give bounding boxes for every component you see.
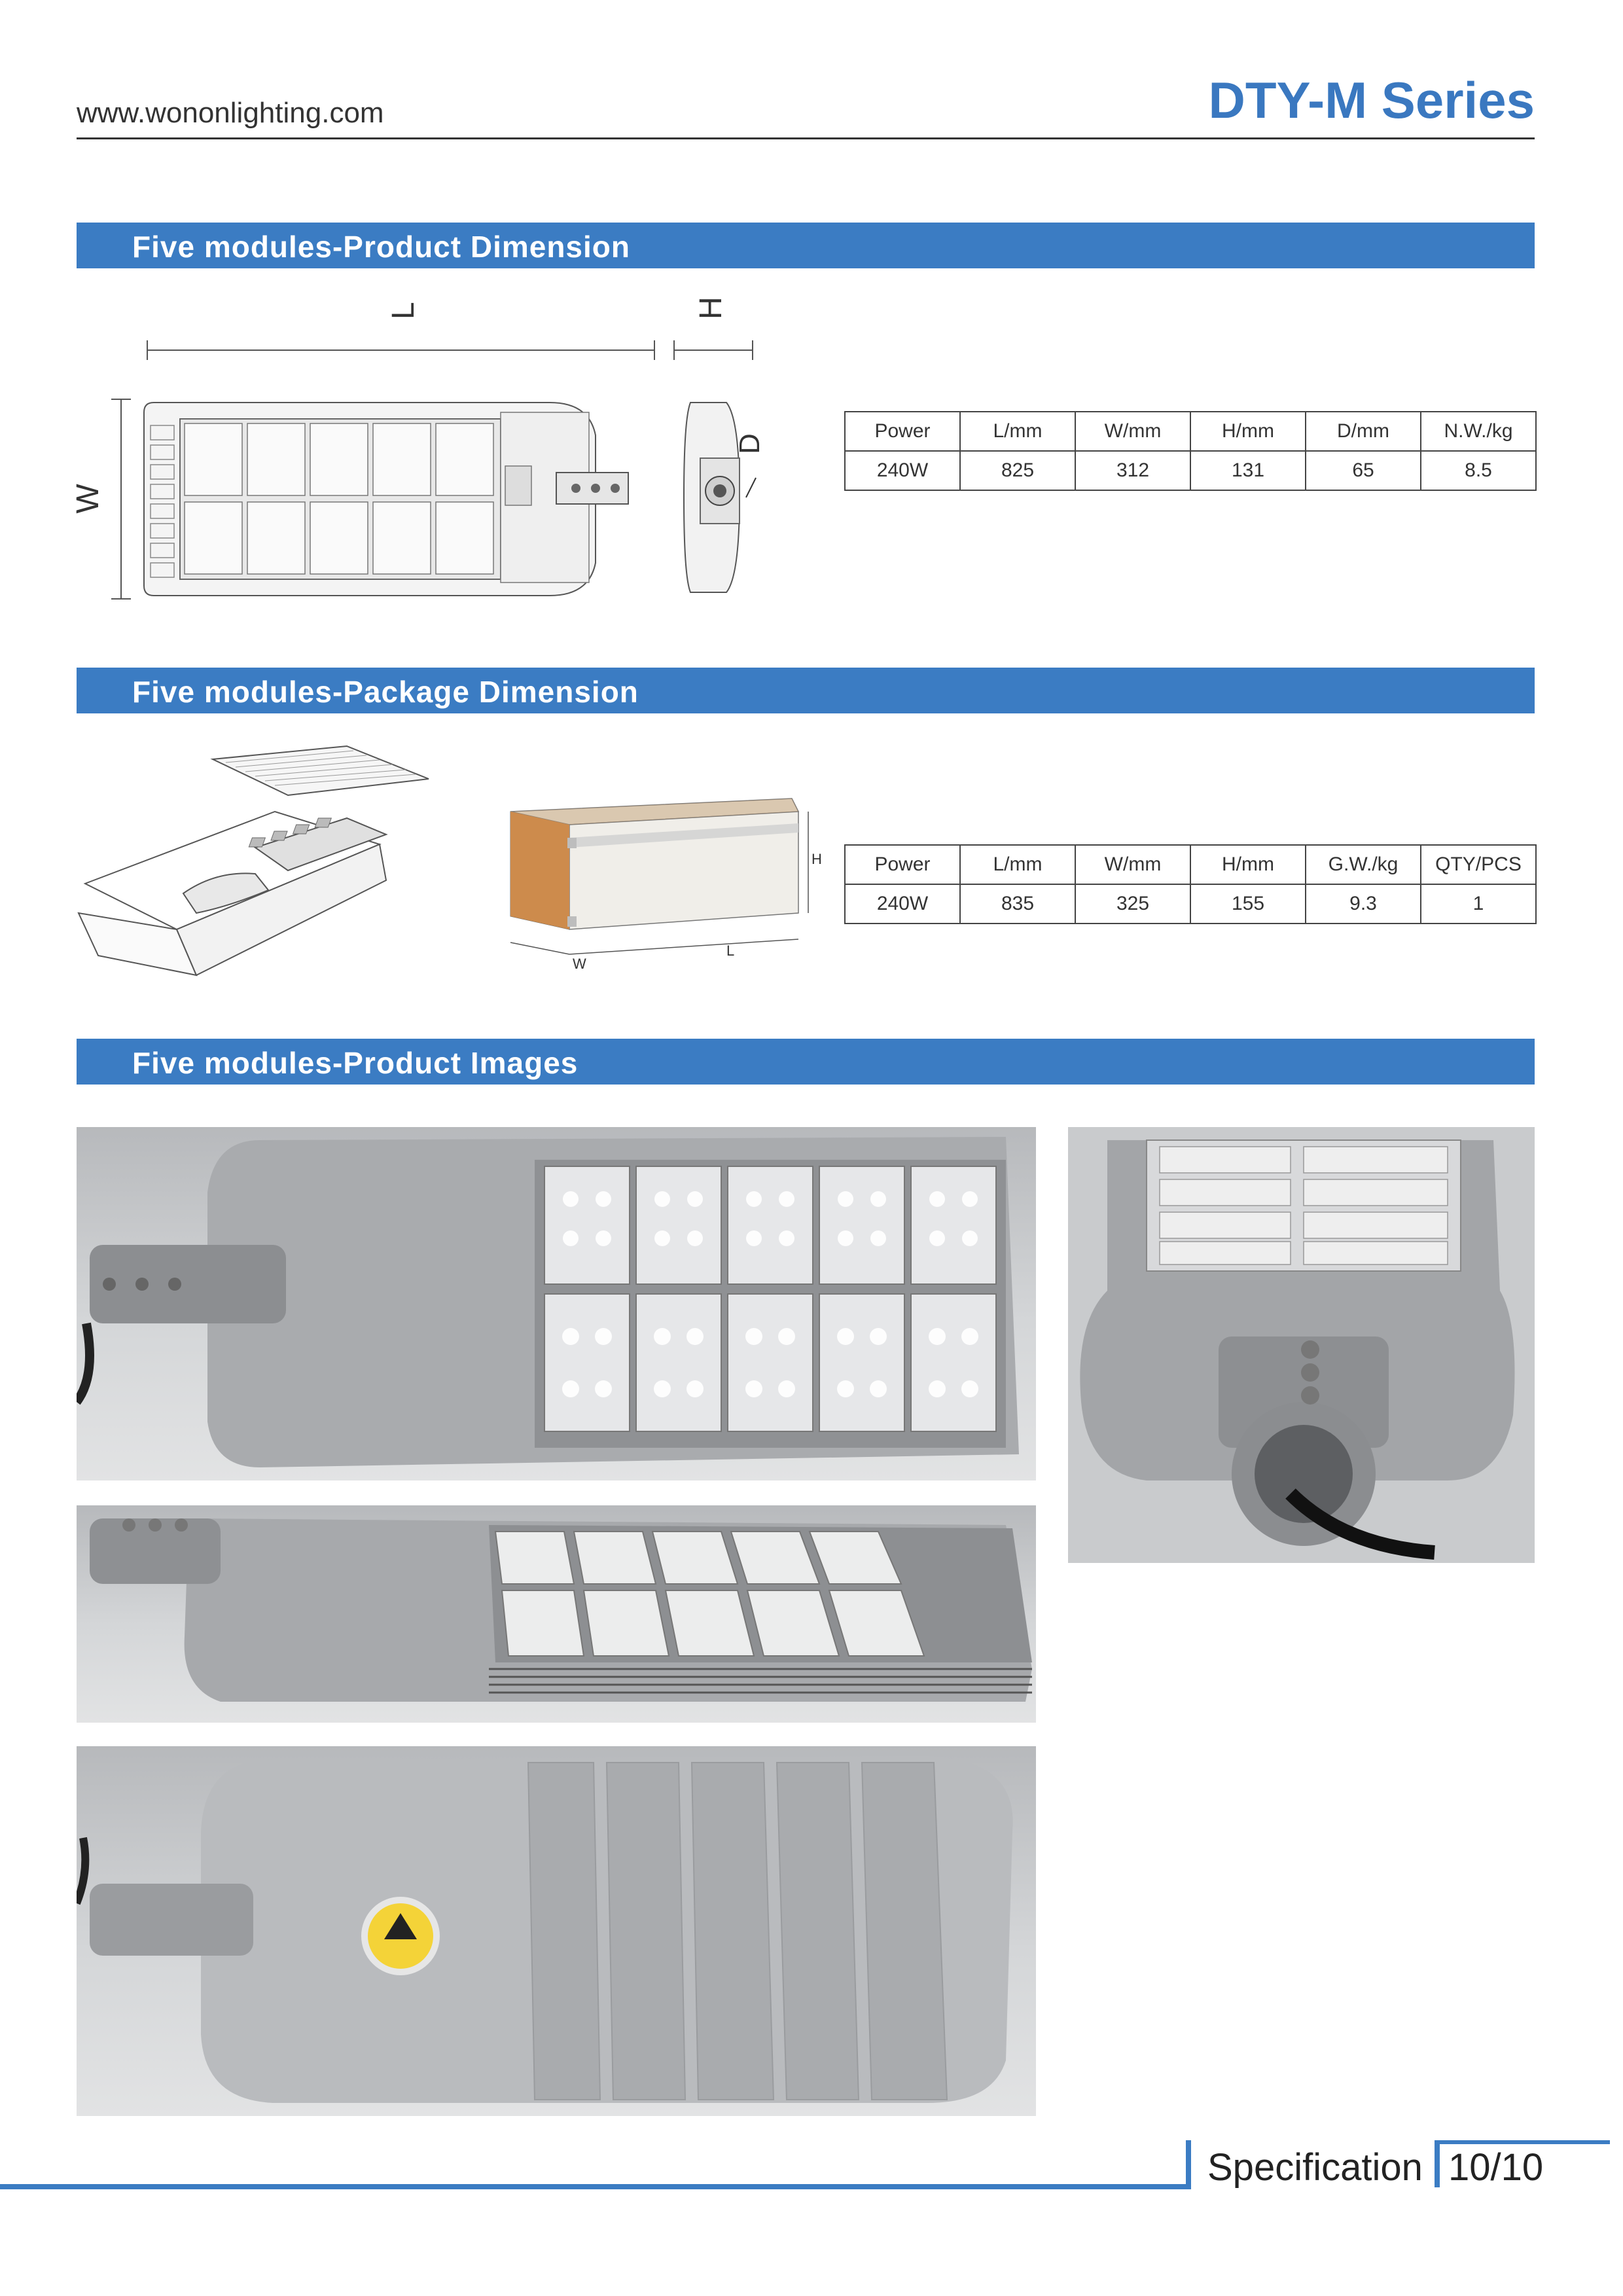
table-cell: 312 — [1075, 450, 1191, 491]
table-header-cell: N.W./kg — [1420, 411, 1537, 452]
package-dimension-table: Power L/mm W/mm H/mm G.W./kg QTY/PCS 240… — [844, 844, 1537, 924]
product-photo-mount-closeup — [1068, 1127, 1535, 1563]
section-header-product-dimension: Five modules-Product Dimension — [77, 223, 1535, 268]
footer-divider — [0, 2184, 1191, 2189]
table-cell: 240W — [844, 884, 961, 924]
page-number: 10/10 — [1448, 2146, 1544, 2189]
table-header-cell: QTY/PCS — [1420, 844, 1537, 885]
package-dimension-drawing: H L W — [77, 745, 822, 977]
table-cell: 8.5 — [1420, 450, 1537, 491]
table-cell: 240W — [844, 450, 961, 491]
product-photo-back-view — [77, 1746, 1036, 2116]
footer-page-accent — [1435, 2140, 1440, 2187]
header-divider — [77, 137, 1535, 139]
table-header-cell: L/mm — [959, 844, 1076, 885]
footer-page-rule — [1440, 2140, 1610, 2144]
table-row: 240W 835 325 155 9.3 1 — [844, 884, 1537, 924]
table-cell: 9.3 — [1305, 884, 1421, 924]
footer-accent — [1186, 2140, 1191, 2187]
product-dimension-table: Power L/mm W/mm H/mm D/mm N.W./kg 240W 8… — [844, 411, 1537, 491]
website-url: www.wononlighting.com — [77, 97, 384, 129]
length-label: L — [386, 302, 421, 319]
package-length-label: L — [726, 942, 734, 959]
width-label: W — [72, 484, 105, 514]
table-cell: 835 — [959, 884, 1076, 924]
table-header-cell: H/mm — [1190, 844, 1306, 885]
section-title: Five modules-Product Images — [132, 1046, 579, 1080]
section-title: Five modules-Product Dimension — [132, 230, 630, 264]
table-header-cell: H/mm — [1190, 411, 1306, 452]
table-header-cell: L/mm — [959, 411, 1076, 452]
section-header-product-images: Five modules-Product Images — [77, 1039, 1535, 1085]
table-cell: 1 — [1420, 884, 1537, 924]
table-cell: 825 — [959, 450, 1076, 491]
section-title: Five modules-Package Dimension — [132, 675, 639, 709]
table-cell: 325 — [1075, 884, 1191, 924]
package-height-label: H — [812, 851, 822, 867]
table-header-cell: Power — [844, 844, 961, 885]
depth-label: D — [734, 433, 766, 454]
table-header-cell: G.W./kg — [1305, 844, 1421, 885]
package-width-label: W — [573, 956, 586, 972]
table-cell: 65 — [1305, 450, 1421, 491]
product-dimension-drawing: L H W D — [72, 296, 766, 600]
table-row: 240W 825 312 131 65 8.5 — [844, 450, 1537, 491]
table-header-cell: Power — [844, 411, 961, 452]
table-cell: 131 — [1190, 450, 1306, 491]
table-header-row: Power L/mm W/mm H/mm D/mm N.W./kg — [844, 411, 1537, 452]
table-header-cell: W/mm — [1075, 844, 1191, 885]
footer-section-label: Specification — [1207, 2146, 1423, 2189]
product-photo-top-view — [77, 1127, 1036, 1480]
table-header-cell: D/mm — [1305, 411, 1421, 452]
series-title: DTY-M Series — [1208, 71, 1535, 129]
section-header-package-dimension: Five modules-Package Dimension — [77, 668, 1535, 713]
product-photo-side-view — [77, 1505, 1036, 1723]
table-header-cell: W/mm — [1075, 411, 1191, 452]
table-header-row: Power L/mm W/mm H/mm G.W./kg QTY/PCS — [844, 844, 1537, 885]
height-label: H — [694, 296, 728, 319]
table-cell: 155 — [1190, 884, 1306, 924]
